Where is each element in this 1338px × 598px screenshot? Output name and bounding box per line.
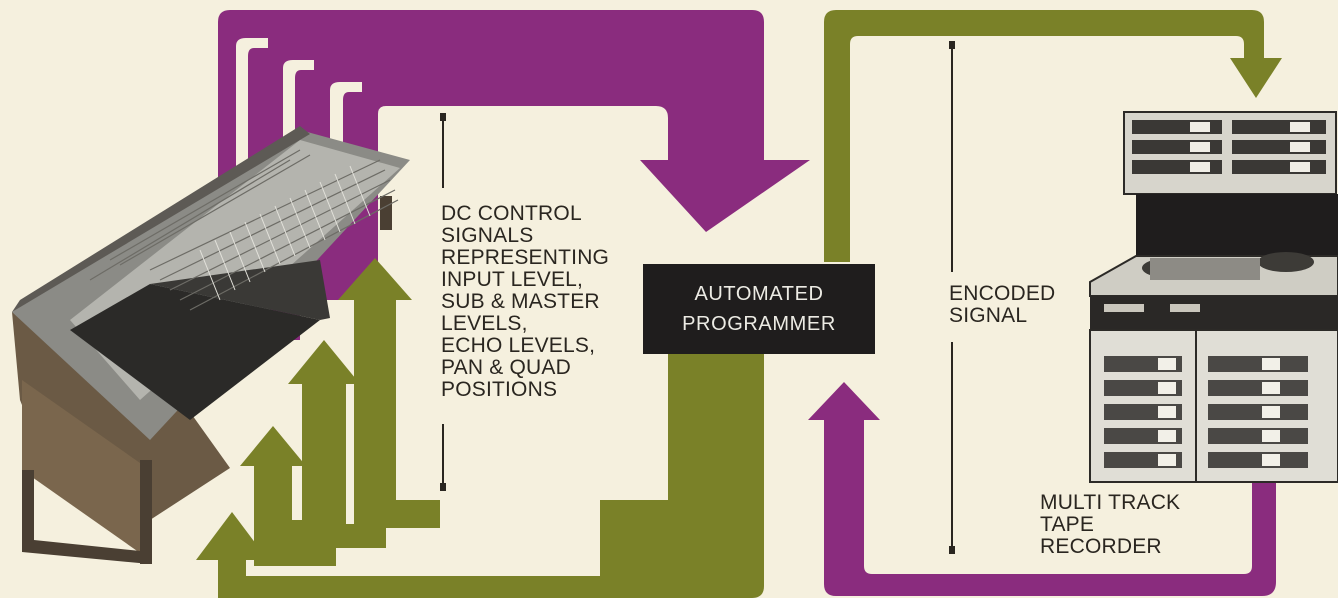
dc-signals-line: DC CONTROL <box>441 202 582 225</box>
olive-playback-loop <box>196 258 764 598</box>
dc-signals-line: ECHO LEVELS, <box>441 334 596 357</box>
dc-signals-line: SIGNALS <box>441 224 534 247</box>
dc-signals-line: LEVELS, <box>441 312 528 335</box>
programmer-line: PROGRAMMER <box>682 313 836 335</box>
olive-strand-1 <box>240 426 336 566</box>
automated-programmer-box: AUTOMATED PROGRAMMER <box>643 264 875 354</box>
purple-strand-3 <box>330 82 362 150</box>
olive-loop-main <box>196 340 764 598</box>
olive-strand-3 <box>338 258 440 528</box>
olive-strand-2 <box>288 340 386 548</box>
bracket-line-right <box>949 41 955 554</box>
purple-bottom-arrow <box>808 382 1276 596</box>
purple-return-loop <box>808 382 1276 596</box>
programmer-line: AUTOMATED <box>694 283 824 305</box>
encoded-signal-line: SIGNAL <box>949 304 1028 327</box>
dc-signals-line: INPUT LEVEL, <box>441 268 584 291</box>
olive-encoded-loop <box>824 10 1282 262</box>
bracket-line-left <box>440 113 446 491</box>
dc-signals-line: PAN & QUAD <box>441 356 571 379</box>
olive-top-arrow <box>824 10 1282 262</box>
mixing-console-illustration <box>12 126 410 564</box>
recorder-line: RECORDER <box>1040 535 1162 558</box>
purple-loop-outer <box>218 10 810 340</box>
encoded-signal-line: ENCODED <box>949 282 1056 305</box>
purple-strand-1 <box>236 38 268 170</box>
dc-signals-line: REPRESENTING <box>441 246 610 269</box>
tape-recorder-illustration <box>1089 111 1338 483</box>
dc-signals-line: SUB & MASTER <box>441 290 600 313</box>
dc-signals-line: POSITIONS <box>441 378 558 401</box>
recorder-line: MULTI TRACK <box>1040 491 1181 514</box>
recorder-line: TAPE <box>1040 513 1095 536</box>
